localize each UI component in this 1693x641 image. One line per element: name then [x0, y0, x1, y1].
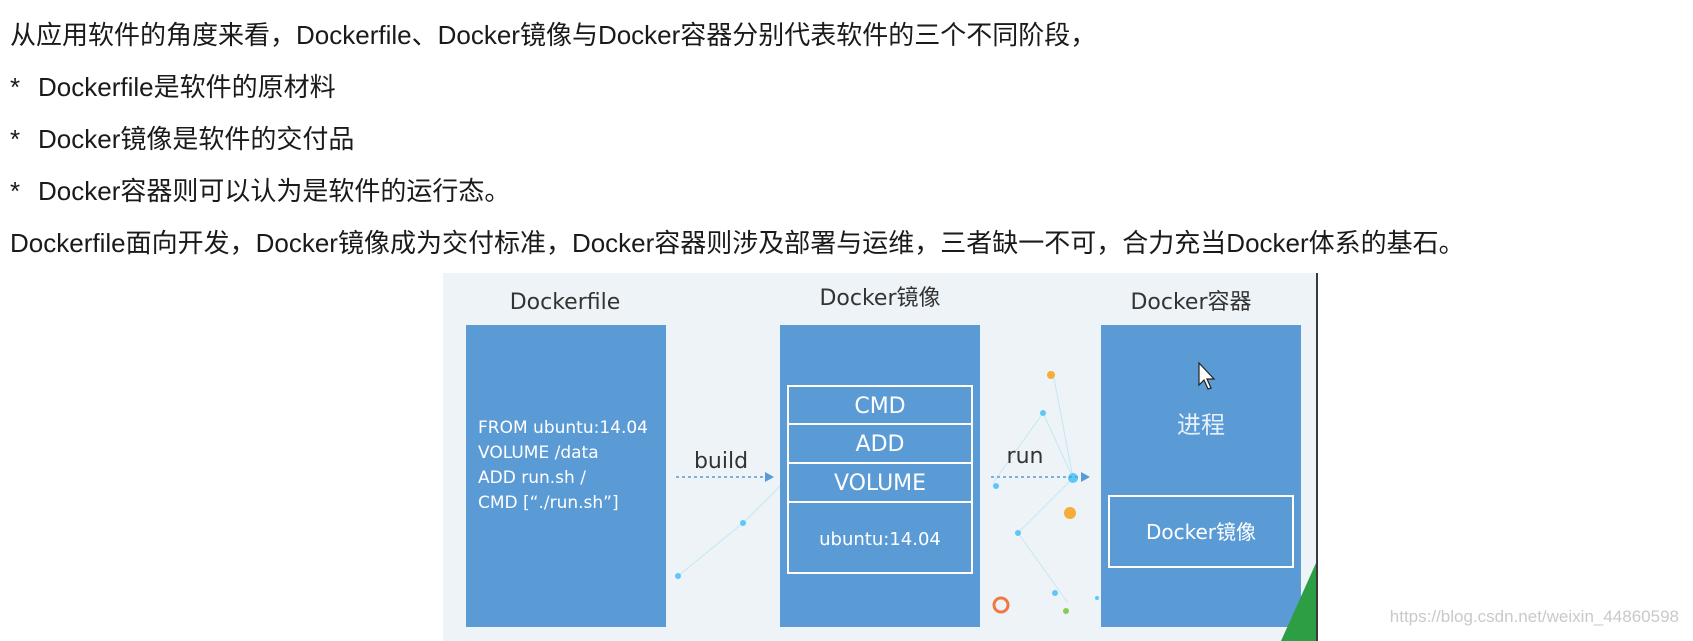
container-image-layer	[1108, 495, 1294, 568]
dockerfile-line: CMD [“./run.sh”]	[478, 493, 619, 513]
bullet-text: Docker镜像是软件的交付品	[38, 124, 355, 154]
layer-label: VOLUME	[834, 471, 926, 496]
dockerfile-line: VOLUME /data	[478, 443, 599, 463]
bullet-item: * Docker镜像是软件的交付品	[10, 122, 354, 156]
docker-stages-diagram: Dockerfile Docker镜像 Docker容器 FROM ubuntu…	[443, 273, 1318, 641]
corner-decoration	[1281, 563, 1316, 641]
bullet-marker: *	[10, 124, 21, 154]
diagram-canvas: Dockerfile Docker镜像 Docker容器 FROM ubuntu…	[466, 286, 1316, 641]
bullet-text: Docker容器则可以认为是软件的运行态。	[38, 176, 511, 206]
bullet-text: Dockerfile是软件的原材料	[38, 72, 336, 102]
run-label: run	[1007, 444, 1044, 469]
docker-image-title: Docker镜像	[819, 286, 940, 311]
bullet-marker: *	[10, 72, 21, 102]
dockerfile-box	[466, 325, 666, 627]
run-arrowhead	[1081, 472, 1090, 482]
build-arrowhead	[765, 472, 774, 482]
docker-container-title: Docker容器	[1130, 290, 1251, 315]
build-label: build	[694, 449, 748, 474]
summary-paragraph: Dockerfile面向开发，Docker镜像成为交付标准，Docker容器则涉…	[10, 228, 1465, 258]
dockerfile-line: FROM ubuntu:14.04	[478, 418, 648, 438]
bullet-item: * Docker容器则可以认为是软件的运行态。	[10, 174, 510, 208]
layer-label: ADD	[856, 432, 905, 457]
docker-image-box	[780, 325, 980, 627]
network-decoration	[675, 371, 1099, 614]
cursor-icon	[1198, 361, 1216, 390]
layer-label: ubuntu:14.04	[819, 529, 941, 550]
layer-label: CMD	[854, 394, 905, 419]
dockerfile-title: Dockerfile	[510, 290, 621, 315]
image-layer-base	[787, 501, 973, 574]
bullet-item: * Dockerfile是软件的原材料	[10, 70, 336, 104]
bullet-marker: *	[10, 176, 21, 206]
dockerfile-line: ADD run.sh /	[478, 468, 586, 488]
intro-paragraph: 从应用软件的角度来看，Dockerfile、Docker镜像与Docker容器分…	[10, 20, 1097, 50]
watermark: https://blog.csdn.net/weixin_44860598	[1389, 607, 1679, 626]
process-label: 进程	[1177, 411, 1225, 439]
container-image-label: Docker镜像	[1146, 520, 1256, 544]
